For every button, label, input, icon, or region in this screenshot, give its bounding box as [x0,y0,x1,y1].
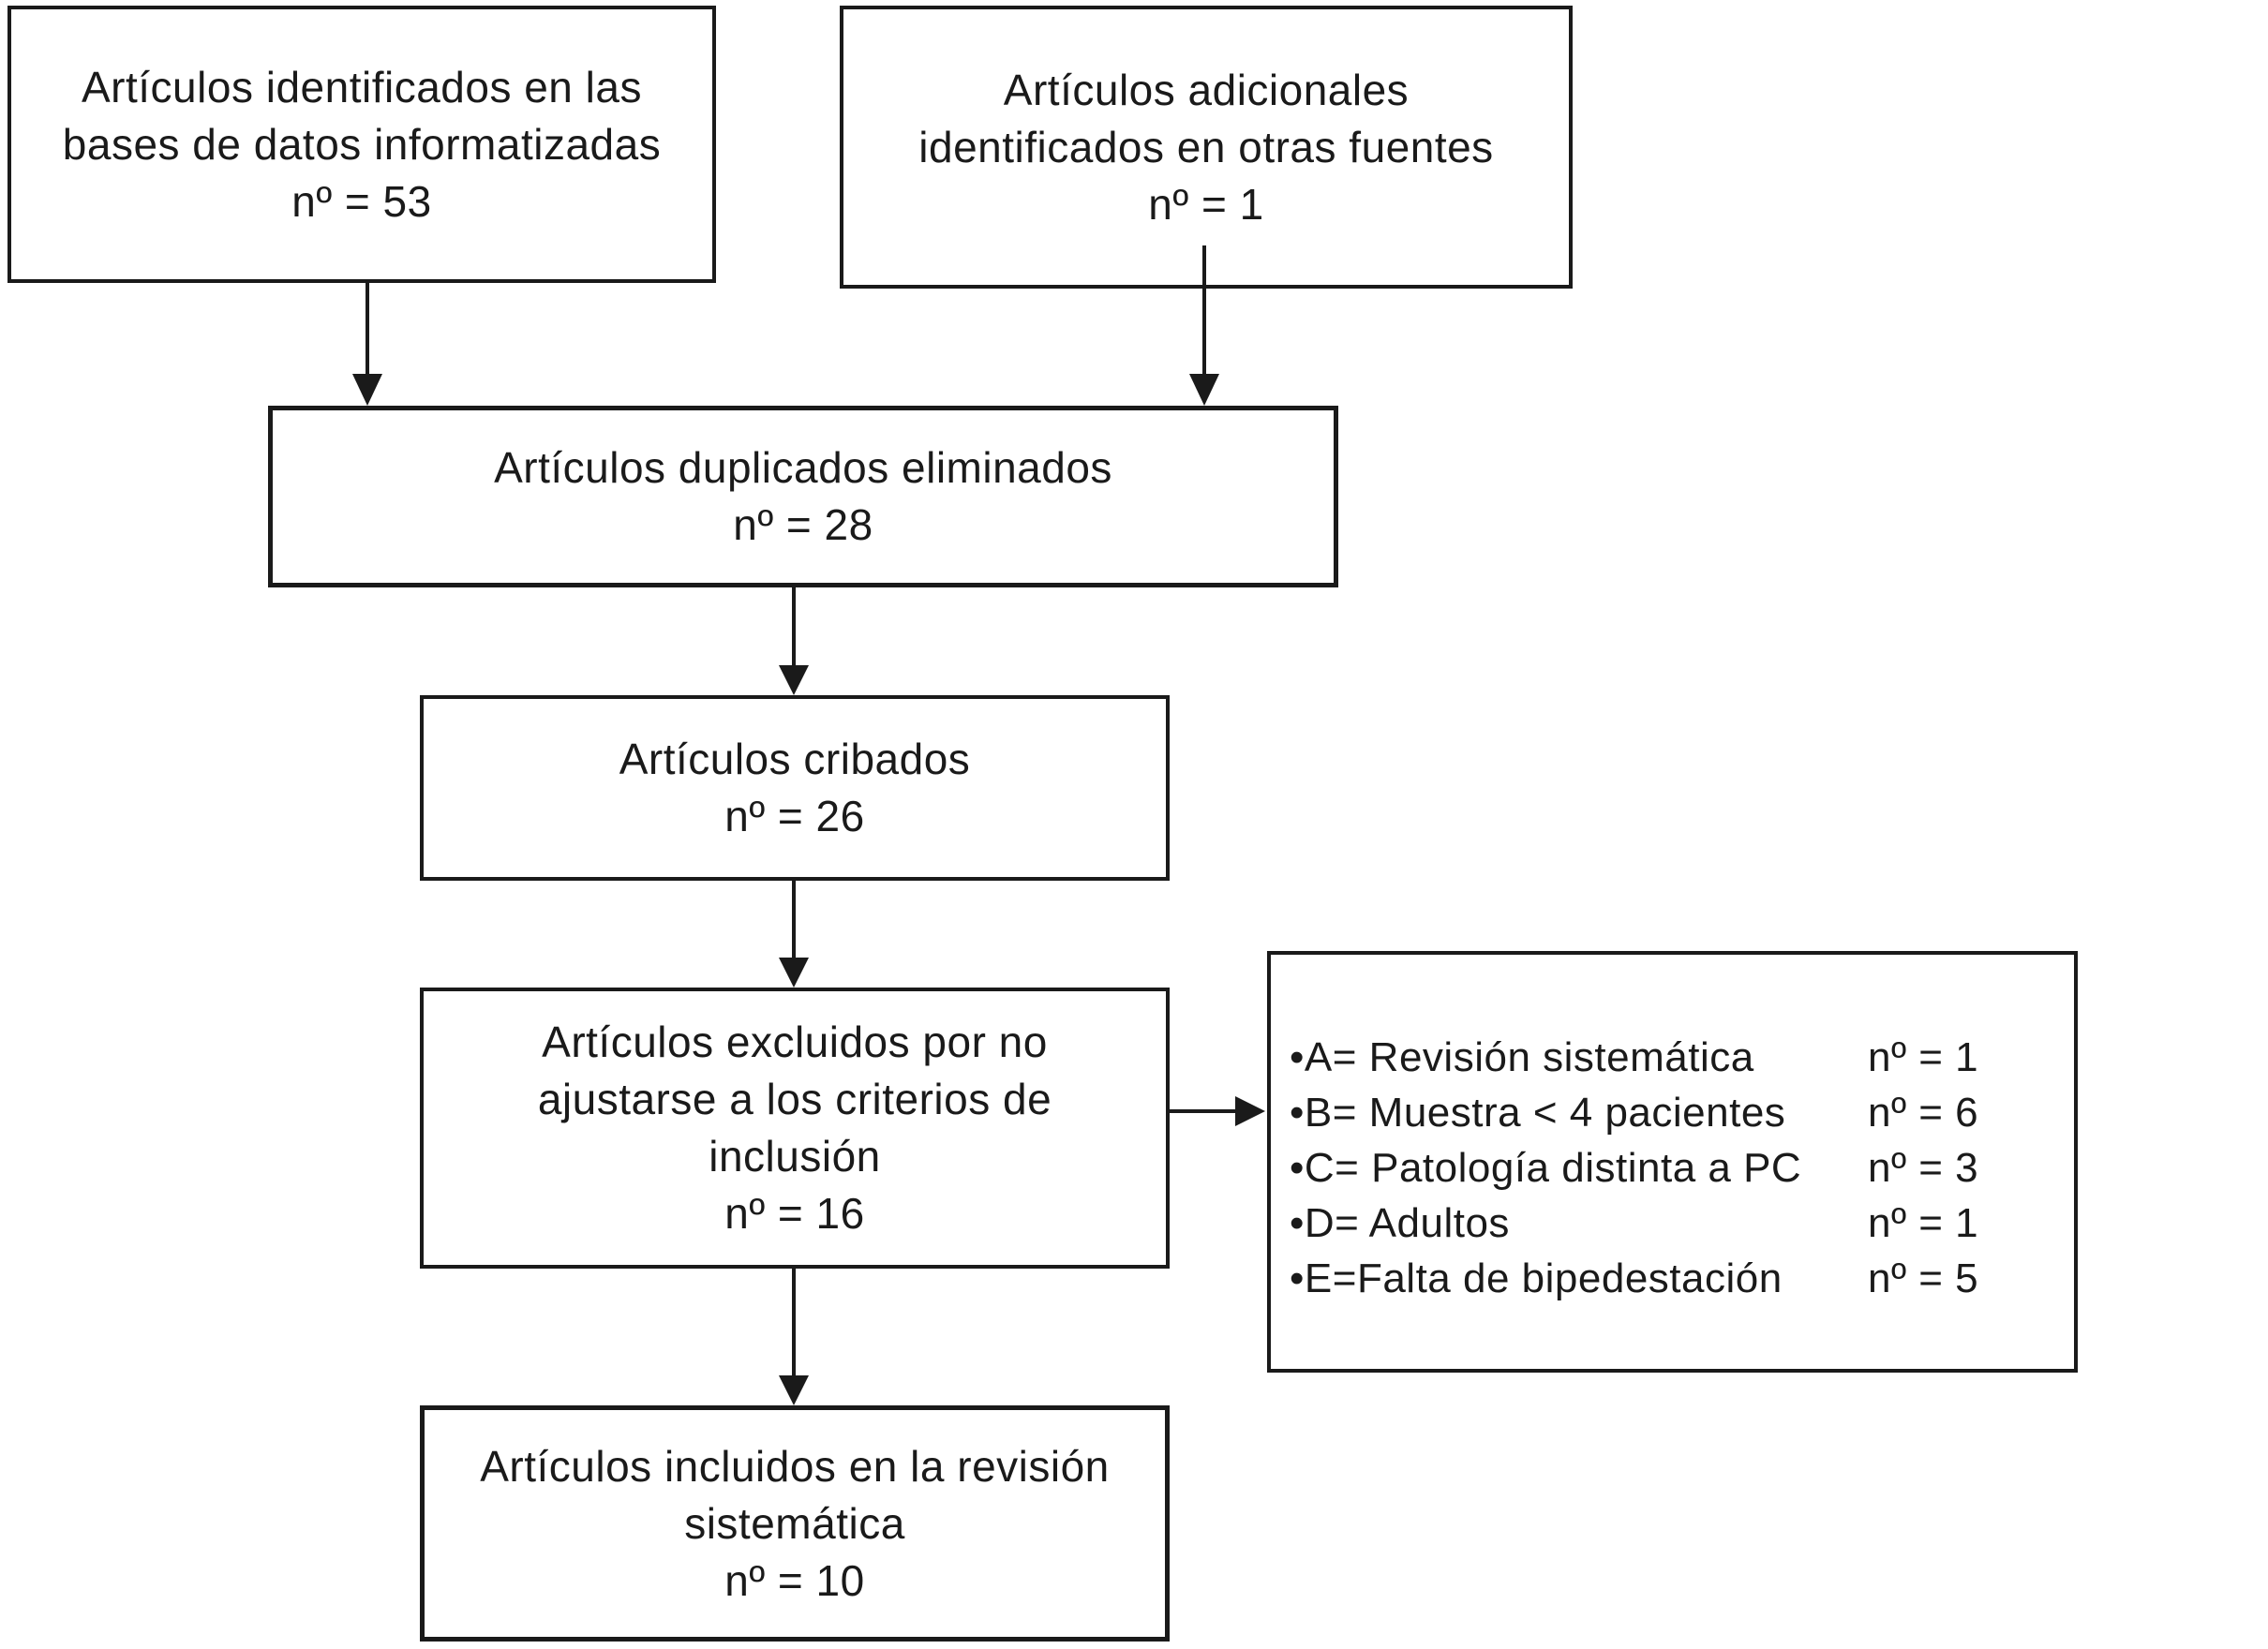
box-text-line: inclusión [709,1132,881,1181]
exclusion-reason-label: •B= Muestra < 4 pacientes [1290,1090,1786,1136]
box-text-line: Artículos duplicados eliminados [494,443,1112,492]
box-count-line: nº = 10 [724,1555,865,1605]
box-text-line: bases de datos informatizadas [62,119,662,169]
flow-box-included: Artículos incluidos en la revisión siste… [420,1405,1170,1642]
box-count-line: nº = 1 [1148,179,1264,229]
box-text-line: identificados en otras fuentes [918,122,1494,171]
exclusion-reason-label: •E=Falta de bipedestación [1290,1255,1783,1301]
exclusion-reason-row: •A= Revisión sistemática nº = 1 [1290,1030,2051,1085]
box-text-line: Artículos identificados en las [82,62,642,111]
exclusion-reason-row: •D= Adultos nº = 1 [1290,1196,2051,1251]
exclusion-reason-label: •A= Revisión sistemática [1290,1034,1754,1080]
box-count-line: nº = 26 [724,792,865,840]
arrow-databases-to-duplicates [352,283,382,406]
flow-box-exclusion-reasons: •A= Revisión sistemática nº = 1 •B= Mues… [1267,951,2078,1373]
arrowhead-right-icon [1235,1096,1265,1126]
exclusion-reason-label: •C= Patología distinta a PC [1290,1145,1802,1191]
exclusion-reason-row: •E=Falta de bipedestación nº = 5 [1290,1251,2051,1306]
box-text-line: sistemática [684,1498,905,1548]
exclusion-reason-row: •C= Patología distinta a PC nº = 3 [1290,1140,2051,1196]
arrowhead-down-icon [352,374,382,406]
exclusion-reason-label: •D= Adultos [1290,1200,1510,1246]
exclusion-reason-count: nº = 6 [1868,1090,1979,1136]
exclusion-reason-row: •B= Muestra < 4 pacientes nº = 6 [1290,1085,2051,1140]
box-text-line: Artículos adicionales [1003,65,1410,114]
box-count-line: nº = 28 [733,500,873,549]
exclusion-reason-count: nº = 3 [1868,1145,1979,1191]
box-count-line: nº = 16 [724,1189,865,1238]
box-text-line: Artículos incluidos en la revisión [480,1441,1110,1491]
arrowhead-down-icon [779,665,809,695]
arrow-duplicates-to-screened [779,587,809,695]
arrow-excluded-to-reasons [1170,1096,1265,1126]
arrowhead-down-icon [779,958,809,988]
box-count-line: nº = 53 [291,176,432,226]
box-text-line: ajustarse a los criterios de [537,1075,1052,1123]
flow-box-additional-sources: Artículos adicionales identificados en o… [840,6,1573,289]
flow-box-duplicates-removed: Artículos duplicados eliminados nº = 28 [268,406,1338,587]
exclusion-reason-count: nº = 1 [1868,1034,1979,1080]
flow-box-screened: Artículos cribados nº = 26 [420,695,1170,881]
arrowhead-down-icon [1189,374,1219,406]
box-text-line: Artículos excluidos por no [542,1018,1048,1066]
flow-box-identified-databases: Artículos identificados en las bases de … [7,6,716,283]
arrow-screened-to-excluded [779,881,809,988]
exclusion-reason-count: nº = 5 [1868,1255,1979,1301]
exclusion-reason-count: nº = 1 [1868,1200,1979,1246]
arrowhead-down-icon [779,1375,809,1405]
flow-box-excluded: Artículos excluidos por no ajustarse a l… [420,988,1170,1269]
box-text-line: Artículos cribados [619,735,971,783]
arrow-excluded-to-included [779,1269,809,1405]
